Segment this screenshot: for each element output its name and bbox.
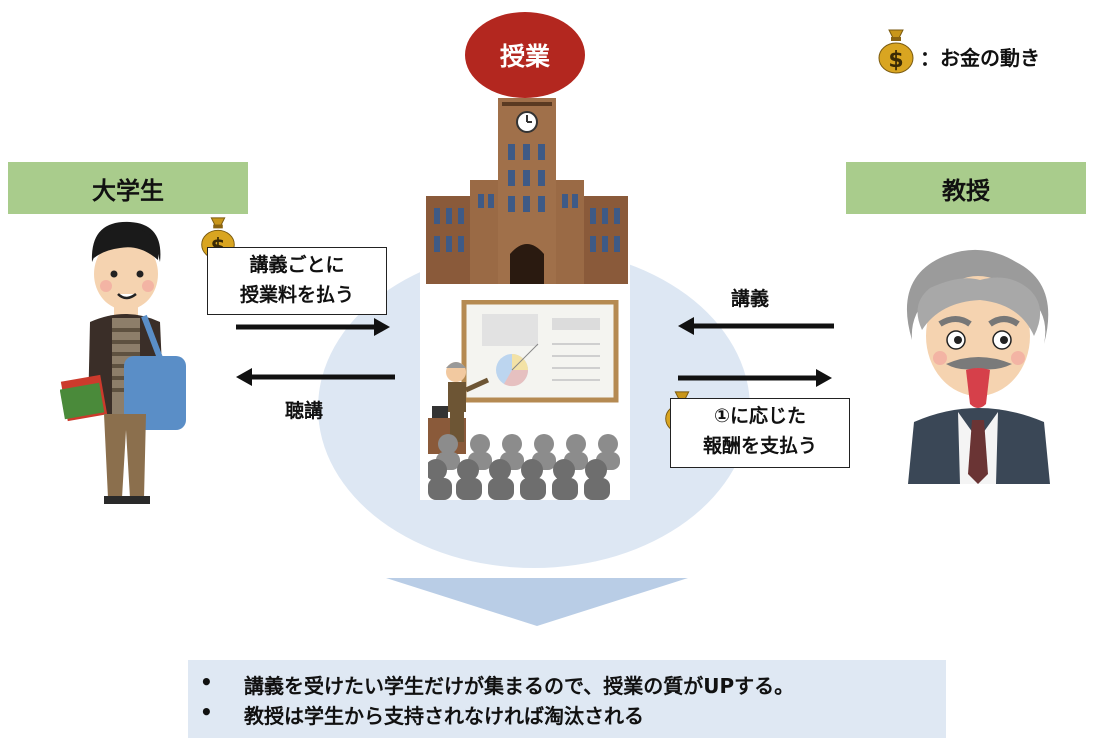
arrow-class-to-student-head (236, 368, 252, 386)
student-payment-line1: 講義ごとに (249, 254, 345, 276)
attend-label: 聴講 (285, 400, 324, 422)
summary-text: 講義を受けたい学生だけが集まるので、授業の質がUPする。 (244, 674, 795, 698)
arrow-student-to-class-head (374, 318, 390, 336)
student-illustration (60, 221, 186, 504)
arrow-professor-to-class-head (678, 317, 694, 335)
university-building-icon (426, 98, 628, 284)
lecture-label: 講義 (731, 288, 770, 310)
bullet-icon: • (200, 670, 213, 694)
student-payment-line2: 授業料を払う (239, 284, 354, 306)
professor-payment-line1: ①に応じた (713, 405, 807, 427)
money-symbol: $ (888, 48, 903, 73)
money-bag-icon: $ (878, 29, 914, 74)
professor-payment-line2: 報酬を支払う (702, 435, 817, 457)
professor-label: 教授 (846, 162, 1086, 214)
professor-illustration (906, 249, 1050, 484)
page-title: 授業 (465, 12, 585, 98)
summary-text: 教授は学生から支持されなければ淘汰される (244, 704, 644, 728)
student-payment-box: 講義ごとに 授業料を払う (207, 247, 387, 315)
legend-text: ：お金の動き (920, 46, 1040, 70)
professor-payment-box: ①に応じた 報酬を支払う (670, 398, 850, 468)
bullet-icon: • (200, 700, 213, 724)
classroom-scene (428, 300, 620, 500)
arrow-class-to-professor-head (816, 369, 832, 387)
student-label: 大学生 (8, 162, 248, 214)
summary-box: • 講義を受けたい学生だけが集まるので、授業の質がUPする。 • 教授は学生から… (188, 660, 946, 738)
down-arrow-icon (386, 578, 688, 626)
